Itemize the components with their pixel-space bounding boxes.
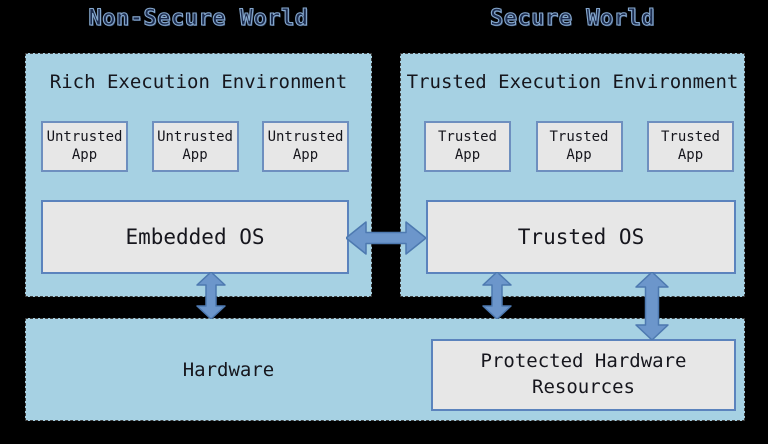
trusted-app-box: Trusted App [647,121,734,172]
trusted-os-box: Trusted OS [426,200,736,274]
untrusted-apps-row: Untrusted App Untrusted App Untrusted Ap… [41,121,349,172]
trusted-app-box: Trusted App [424,121,511,172]
hardware-panel: Hardware Protected Hardware Resources [25,318,745,421]
vertical-double-arrow-icon [193,272,229,319]
tee-title: Trusted Execution Environment [406,71,739,93]
untrusted-app-box: Untrusted App [41,121,128,172]
hardware-label: Hardware [182,358,275,381]
rich-execution-environment-panel: Rich Execution Environment Untrusted App… [25,53,372,297]
protected-hardware-resources-box: Protected Hardware Resources [431,339,736,411]
non-secure-world-title: Non-Secure World [88,5,309,31]
trusted-apps-row: Trusted App Trusted App Trusted App [424,121,734,172]
horizontal-double-arrow-icon [346,220,426,256]
secure-world-title: Secure World [489,5,655,31]
untrusted-app-box: Untrusted App [262,121,349,172]
trusted-app-box: Trusted App [535,121,623,172]
vertical-double-arrow-icon [632,272,672,340]
vertical-double-arrow-icon [479,272,515,319]
untrusted-app-box: Untrusted App [151,121,239,172]
ree-title: Rich Execution Environment [49,71,348,93]
trusted-execution-environment-panel: Trusted Execution Environment Trusted Ap… [400,53,745,297]
embedded-os-box: Embedded OS [41,200,349,274]
